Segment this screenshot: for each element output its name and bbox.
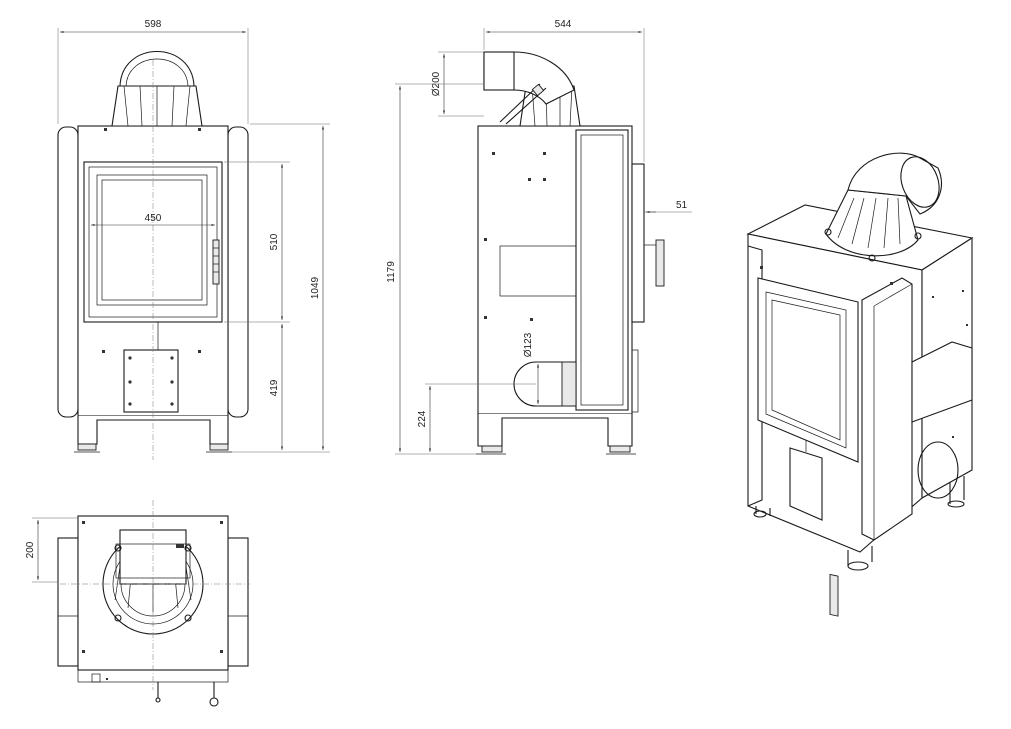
dim-front-width: 598: [145, 19, 162, 30]
side-flue-outlet: [483, 51, 515, 91]
dim-side-total-height: 1179: [386, 261, 397, 283]
front-flue-top: [119, 51, 195, 87]
iso-ash-plate: [789, 447, 823, 521]
dim-front-glass-width: 450: [145, 213, 162, 224]
dim-side-offset: 51: [676, 200, 688, 211]
front-glass: [96, 174, 208, 306]
front-foot-right: [209, 443, 229, 451]
side-foot-right: [609, 445, 631, 453]
dim-side-air-inlet-diameter: Ø123: [523, 332, 534, 357]
dim-top-offset: 200: [25, 541, 36, 558]
side-front-panel: [575, 129, 629, 411]
iso-door: [757, 277, 859, 463]
iso-side-box: [911, 341, 973, 423]
iso-flue-outlet: [900, 156, 940, 208]
side-view: 544 Ø200 1179 224 Ø123 51: [386, 19, 692, 455]
side-door-edge: [631, 163, 645, 323]
dim-side-inlet-height: 224: [417, 410, 428, 427]
dim-side-depth: 544: [555, 19, 572, 30]
dim-front-base-height: 419: [269, 379, 280, 396]
top-right-panel: [227, 537, 249, 667]
side-foot-left: [481, 445, 503, 453]
front-ash-plate: [123, 349, 179, 413]
front-left-panel: [57, 126, 79, 418]
front-right-panel: [227, 126, 249, 418]
side-base: [477, 414, 633, 447]
top-left-panel: [57, 537, 79, 667]
isometric-view: [746, 152, 974, 617]
dim-front-total-height: 1049: [310, 276, 321, 299]
front-foot-left: [77, 443, 97, 451]
side-door-handle: [655, 239, 665, 287]
iso-side-panel: [861, 277, 913, 541]
side-air-inlet: [513, 361, 577, 407]
top-view: 200: [25, 500, 250, 707]
side-recess: [499, 245, 577, 297]
front-door-handle: [212, 239, 220, 285]
iso-air-inlet: [917, 441, 959, 499]
iso-door-handle: [829, 573, 839, 617]
dim-front-door-height: 510: [269, 233, 280, 250]
front-view: 598 450 510 419 1049: [57, 19, 330, 460]
iso-glass: [765, 291, 847, 449]
